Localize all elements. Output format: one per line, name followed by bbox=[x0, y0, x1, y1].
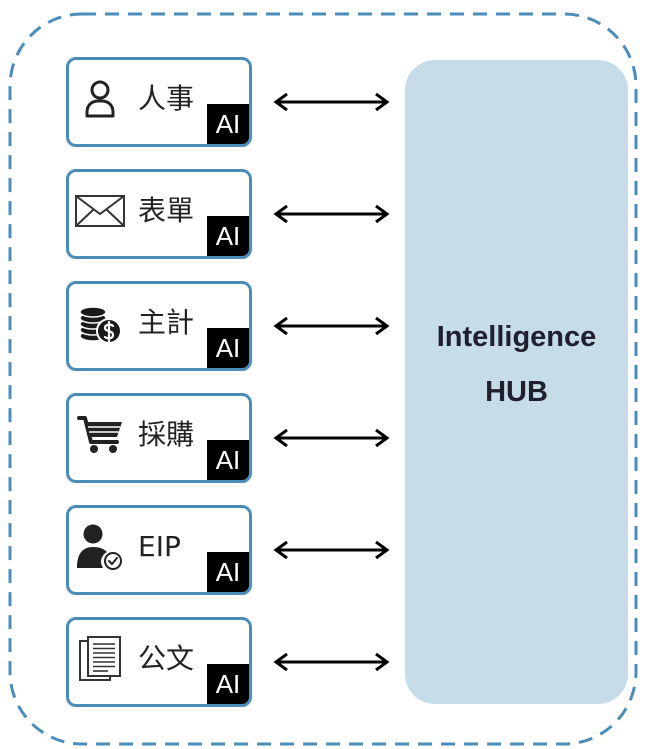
module-label-hr: 人事 bbox=[138, 82, 195, 115]
bidirectional-arrow bbox=[273, 204, 390, 224]
bidirectional-arrow bbox=[273, 652, 390, 672]
ai-badge: AI bbox=[207, 440, 249, 480]
module-list: 人事 AI 表單 AI bbox=[66, 57, 396, 707]
user-check-icon bbox=[74, 524, 126, 570]
module-row-hr: 人事 AI bbox=[66, 57, 396, 147]
envelope-icon bbox=[74, 195, 126, 227]
module-row-official-docs: 公文 AI bbox=[66, 617, 396, 707]
ai-badge: AI bbox=[207, 216, 249, 256]
bidirectional-arrow bbox=[273, 316, 390, 336]
intelligence-hub: Intelligence HUB bbox=[405, 60, 628, 704]
module-label-procurement: 採購 bbox=[138, 418, 195, 451]
bidirectional-arrow bbox=[273, 428, 390, 448]
module-label-accounting: 主計 bbox=[138, 306, 195, 339]
hub-title-line1: Intelligence bbox=[436, 321, 597, 353]
module-box-procurement: 採購 AI bbox=[66, 393, 252, 483]
hub-title: Intelligence HUB bbox=[405, 310, 628, 420]
bidirectional-arrow bbox=[273, 92, 390, 112]
ai-badge: AI bbox=[207, 104, 249, 144]
bidirectional-arrow bbox=[273, 540, 390, 560]
module-box-eip: EIP AI bbox=[66, 505, 252, 595]
module-row-eip: EIP AI bbox=[66, 505, 396, 595]
module-label-official-docs: 公文 bbox=[138, 642, 195, 675]
module-box-accounting: 主計 AI bbox=[66, 281, 252, 371]
module-row-forms: 表單 AI bbox=[66, 169, 396, 259]
module-label-forms: 表單 bbox=[138, 194, 195, 227]
module-box-hr: 人事 AI bbox=[66, 57, 252, 147]
module-row-procurement: 採購 AI bbox=[66, 393, 396, 483]
ai-badge: AI bbox=[207, 328, 249, 368]
shopping-cart-icon bbox=[74, 415, 126, 455]
ai-badge: AI bbox=[207, 552, 249, 592]
coins-icon bbox=[74, 302, 126, 344]
module-row-accounting: 主計 AI bbox=[66, 281, 396, 371]
person-icon bbox=[74, 79, 126, 119]
documents-icon bbox=[74, 636, 126, 682]
module-box-official-docs: 公文 AI bbox=[66, 617, 252, 707]
ai-badge: AI bbox=[207, 664, 249, 704]
module-box-forms: 表單 AI bbox=[66, 169, 252, 259]
module-label-eip: EIP bbox=[138, 530, 181, 563]
hub-title-line2: HUB bbox=[485, 376, 548, 408]
